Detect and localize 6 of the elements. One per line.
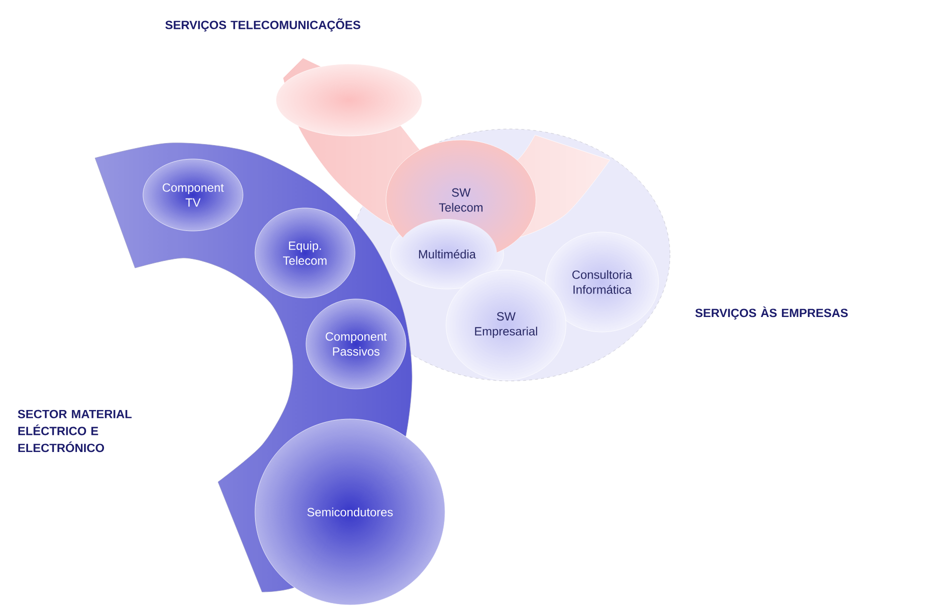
circle-label: Component TV: [142, 158, 244, 232]
circle-label: SW Empresarial: [446, 270, 566, 380]
circle-label: Equip. Telecom: [254, 208, 356, 298]
node-label: SERVIÇOS TELECOMUNICAÇÕES: [165, 18, 360, 32]
circle-label: Semicondutores: [254, 418, 446, 606]
circle-label: Component Passivos: [306, 298, 406, 390]
